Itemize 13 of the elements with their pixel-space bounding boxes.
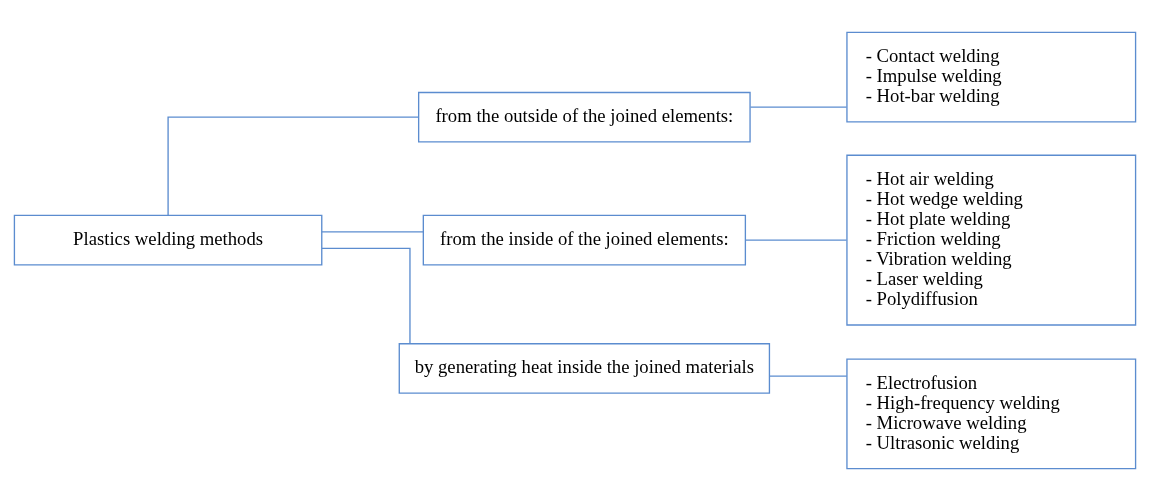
- connector: [321, 247, 411, 344]
- connector: [321, 230, 424, 233]
- node-box: Plastics welding methods: [13, 214, 323, 266]
- node-box: - Hot air welding - Hot wedge welding - Hot plate welding - Friction welding - Vibration welding - Laser welding - Polydiffusion: [846, 154, 1137, 326]
- connector: [749, 106, 848, 108]
- node-box: - Electrofusion - High-frequency welding - Microwave welding - Ultrasonic welding: [846, 357, 1137, 469]
- node-box: from the inside of the joined elements:: [422, 214, 747, 266]
- connector: [745, 238, 848, 241]
- connector: [769, 374, 848, 377]
- node-box: from the outside of the joined elements:: [417, 91, 751, 143]
- node-box: by generating heat inside the joined materials: [398, 342, 771, 394]
- connector: [167, 116, 420, 216]
- node-box: - Contact welding - Impulse welding - Hot-bar welding: [846, 31, 1137, 123]
